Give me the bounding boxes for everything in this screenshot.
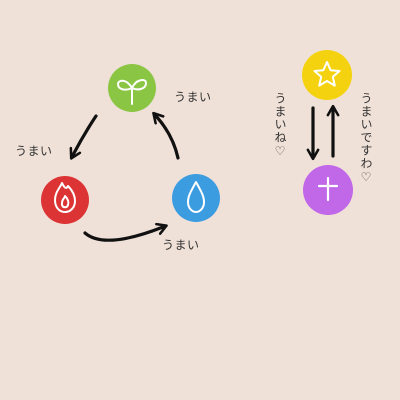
fire-node (41, 176, 89, 224)
fire-circle (41, 176, 89, 224)
sprout-icon (117, 79, 147, 105)
label-grass-to-fire: うまい (15, 144, 53, 158)
cross-icon (317, 176, 339, 202)
light-node (302, 50, 352, 100)
arrow-grass-to-fire (69, 114, 98, 160)
water-node (172, 174, 220, 222)
dark-node (303, 165, 353, 215)
water-circle (172, 174, 220, 222)
flame-icon (54, 182, 76, 213)
label-dark-to-light: うまいですわ♡ (359, 92, 373, 185)
label-light-to-dark: うまいね♡ (273, 92, 287, 159)
arrow-water-to-grass (152, 111, 180, 160)
label-water-to-grass: うまい (174, 90, 212, 104)
arrow-fire-to-water (83, 222, 168, 242)
label-fire-to-water: うまい (162, 238, 200, 252)
cycle-arrows (69, 111, 180, 242)
grass-node (108, 64, 156, 112)
light-circle (302, 50, 352, 100)
droplet-icon (187, 181, 205, 213)
pair-arrows (306, 104, 340, 161)
star-icon (313, 61, 341, 87)
